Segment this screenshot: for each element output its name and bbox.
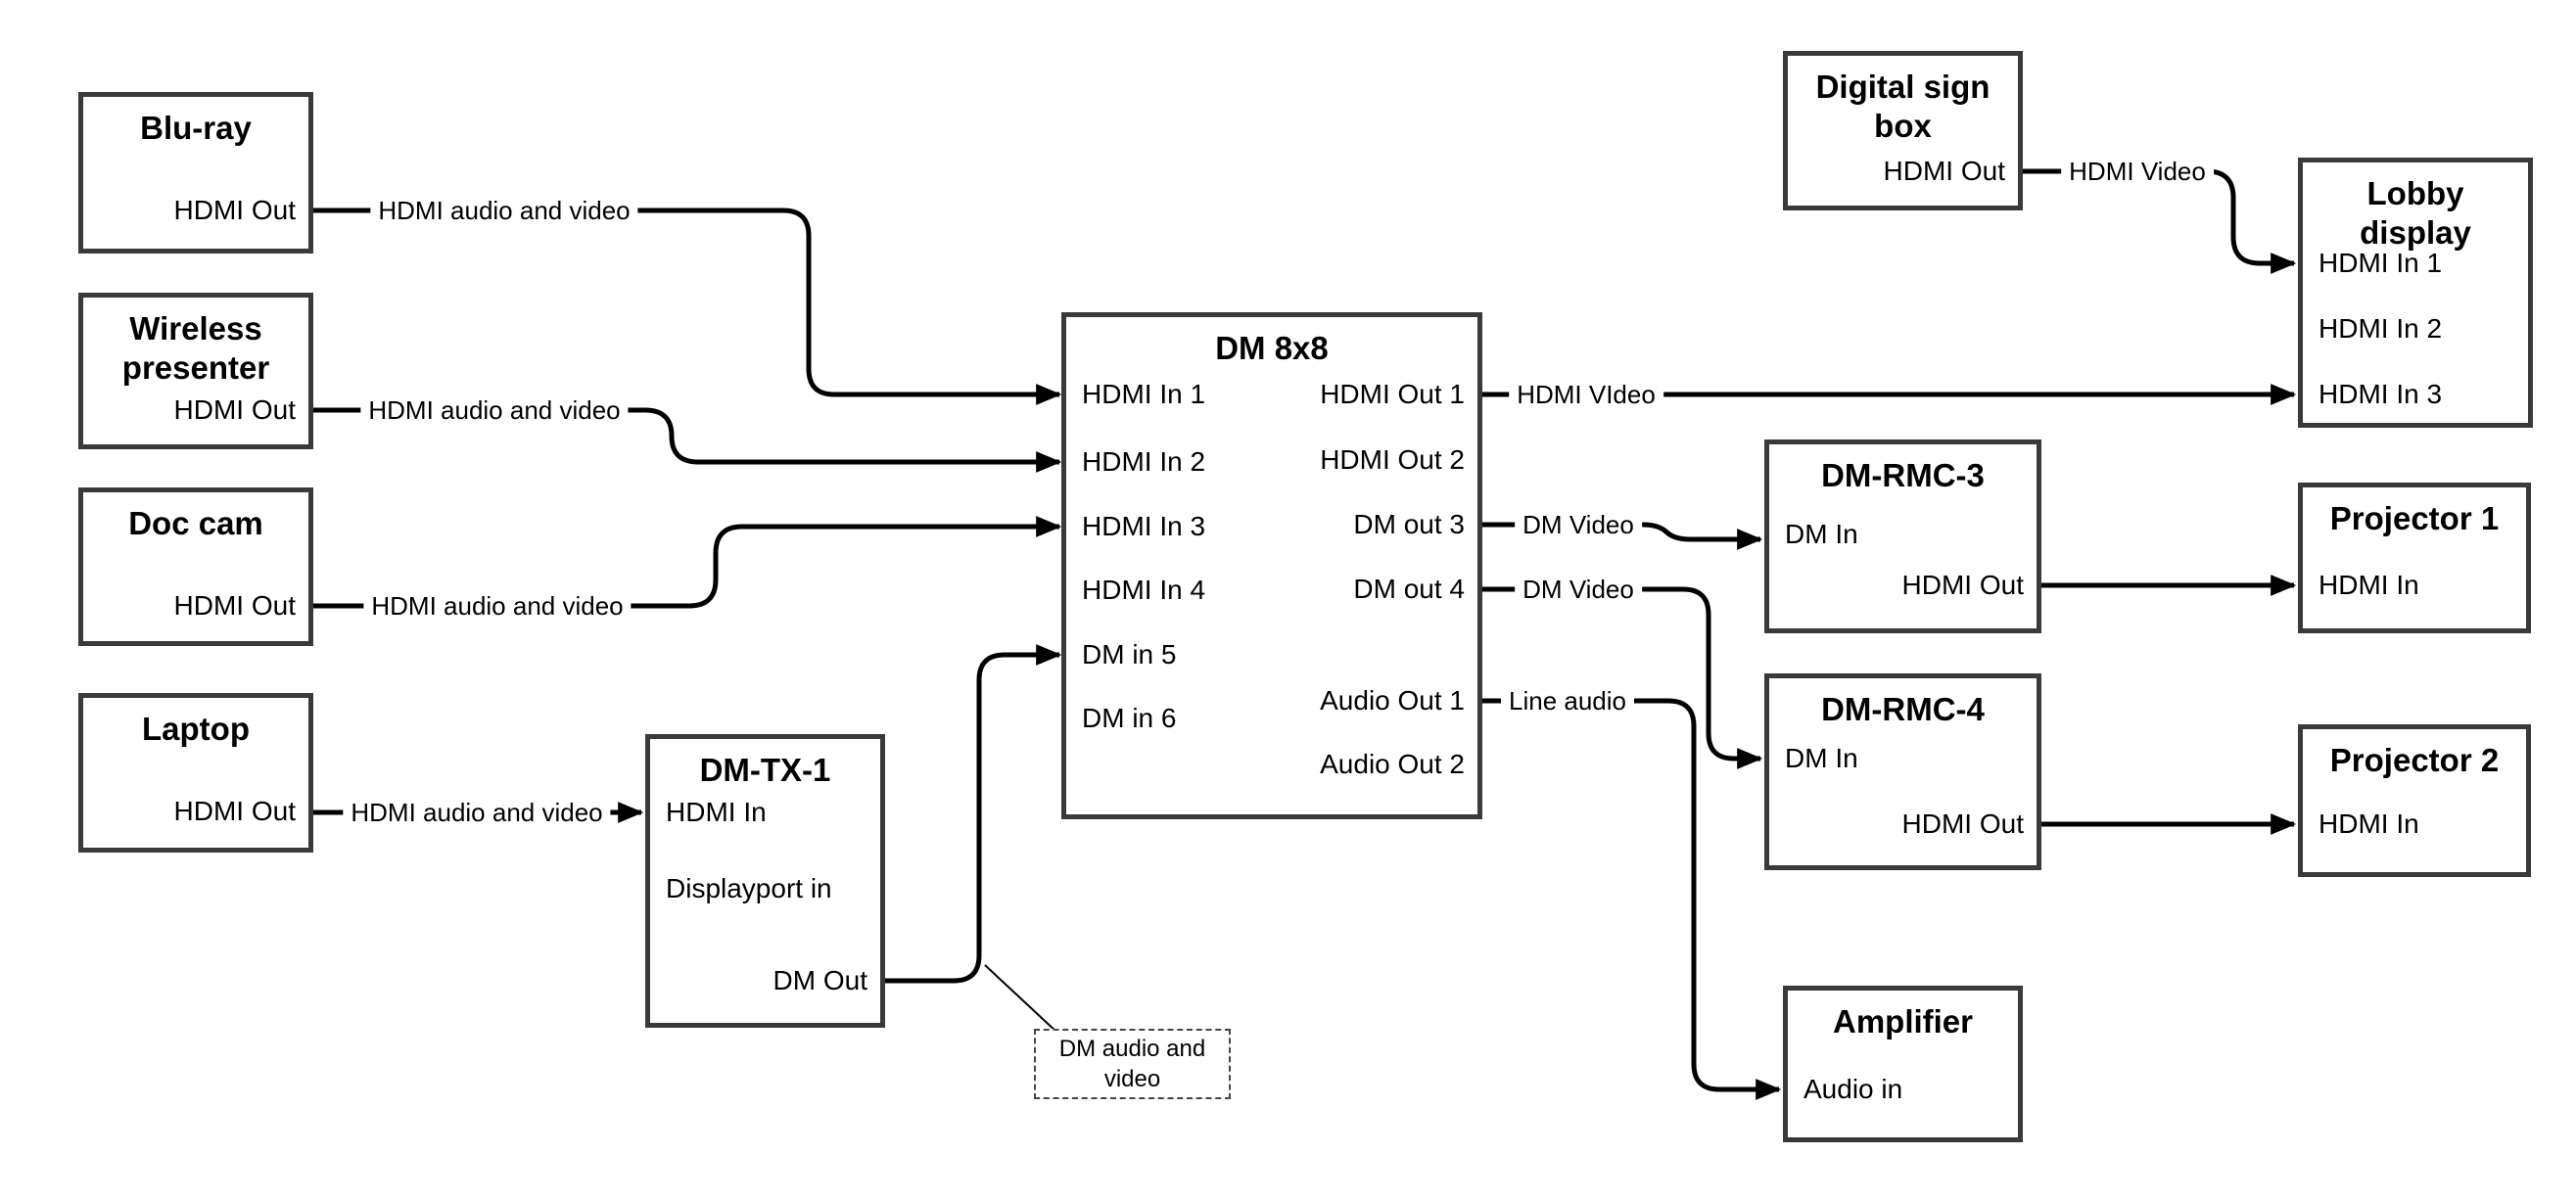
label-line-audio: Line audio [1501, 686, 1634, 716]
node-laptop-title: Laptop [142, 711, 250, 747]
port-doccam-hdmi-out: HDMI Out [173, 590, 296, 621]
node-projector1: Projector 1 HDMI In [2298, 483, 2531, 633]
node-projector1-title: Projector 1 [2329, 500, 2500, 536]
wire-bluray-to-dm8x8-in1 [313, 208, 1062, 405]
node-rmc4-title: DM-RMC-4 [1821, 691, 1985, 727]
note-leader-line [984, 964, 1058, 1034]
node-rmc3-title: DM-RMC-3 [1821, 457, 1985, 493]
wire-digsign-to-lobby-in1 [2023, 168, 2297, 274]
port-rmc4-dm-in: DM In [1785, 743, 1858, 773]
node-digsign: Digital sign box HDMI Out [1783, 51, 2023, 210]
port-dm8x8-dm-in-6: DM in 6 [1082, 703, 1177, 733]
node-doccam-title: Doc cam [128, 505, 263, 541]
port-laptop-hdmi-out: HDMI Out [173, 796, 296, 826]
node-laptop: Laptop HDMI Out [78, 693, 313, 853]
node-wireless-presenter: Wireless presenter HDMI Out [78, 293, 313, 449]
port-dm8x8-hdmi-in-3: HDMI In 3 [1082, 511, 1206, 541]
label-bluray-connection: HDMI audio and video [370, 196, 638, 225]
wire-dm8x8-out3-to-rmc3 [1482, 522, 1763, 550]
port-rmc4-hdmi-out: HDMI Out [1901, 808, 2024, 839]
port-digsign-hdmi-out: HDMI Out [1883, 156, 2005, 186]
port-bluray-hdmi-out: HDMI Out [173, 195, 296, 225]
node-rmc4: DM-RMC-4 DM In HDMI Out [1764, 673, 2041, 870]
node-dm8x8: DM 8x8 HDMI In 1 HDMI In 2 HDMI In 3 HDM… [1061, 312, 1482, 819]
port-dm8x8-hdmi-in-2: HDMI In 2 [1082, 446, 1206, 477]
wire-doccam-to-dm8x8-in3 [313, 516, 1062, 609]
port-dmtx1-dm-out: DM Out [773, 965, 867, 995]
node-lobby-title: Lobby display [2360, 175, 2471, 251]
label-hdmi-video-out1: HDMI VIdeo [1509, 380, 1663, 409]
port-dm8x8-hdmi-in-4: HDMI In 4 [1082, 575, 1206, 605]
node-doccam: Doc cam HDMI Out [78, 487, 313, 646]
port-rmc3-hdmi-out: HDMI Out [1901, 570, 2024, 600]
port-dmtx1-displayport-in: Displayport in [666, 873, 832, 903]
port-wireless-hdmi-out: HDMI Out [173, 394, 296, 425]
port-rmc3-dm-in: DM In [1785, 519, 1858, 549]
node-amplifier-title: Amplifier [1832, 1003, 1974, 1039]
port-dm8x8-audio-out-1: Audio Out 1 [1320, 685, 1465, 716]
node-rmc3: DM-RMC-3 DM In HDMI Out [1764, 439, 2041, 633]
port-lobby-hdmi-in-1: HDMI In 1 [2318, 248, 2443, 278]
label-wireless-connection: HDMI audio and video [360, 395, 629, 425]
wire-dmtx1-to-dm8x8-in5 [885, 644, 1062, 984]
port-projector1-hdmi-in: HDMI In [2318, 570, 2419, 600]
label-dm-video-out4: DM Video [1515, 575, 1642, 604]
port-dm8x8-dm-in-5: DM in 5 [1082, 639, 1177, 670]
port-lobby-hdmi-in-2: HDMI In 2 [2318, 313, 2443, 344]
node-digsign-title: Digital sign box [1815, 69, 1991, 144]
node-projector2: Projector 2 HDMI In [2298, 724, 2531, 877]
label-laptop-connection: HDMI audio and video [343, 798, 611, 827]
port-dm8x8-hdmi-out-2: HDMI Out 2 [1320, 444, 1465, 475]
port-dm8x8-dm-out-3: DM out 3 [1353, 509, 1465, 539]
node-bluray-title: Blu-ray [140, 110, 252, 146]
port-dm8x8-dm-out-4: DM out 4 [1353, 574, 1465, 604]
port-projector2-hdmi-in: HDMI In [2318, 808, 2419, 839]
label-dm-video-out3: DM Video [1515, 510, 1642, 539]
wire-wireless-to-dm8x8-in2 [313, 407, 1062, 473]
node-dmtx1-title: DM-TX-1 [699, 752, 831, 788]
port-dmtx1-hdmi-in: HDMI In [666, 797, 767, 827]
wire-dm8x8-out4-to-rmc4 [1482, 586, 1763, 769]
port-dm8x8-hdmi-in-1: HDMI In 1 [1082, 379, 1206, 409]
wire-dm8x8-audio1-to-amp [1482, 698, 1782, 1100]
node-projector2-title: Projector 2 [2329, 742, 2500, 778]
port-dm8x8-audio-out-2: Audio Out 2 [1320, 749, 1465, 779]
label-hdmi-video-digsign: HDMI Video [2061, 157, 2214, 186]
node-dmtx1: DM-TX-1 HDMI In Displayport in DM Out [645, 734, 885, 1028]
note-dm-audio-video: DM audio and video [1034, 1029, 1231, 1099]
node-dm8x8-title: DM 8x8 [1215, 330, 1329, 366]
label-doccam-connection: HDMI audio and video [363, 591, 632, 621]
port-amplifier-audio-in: Audio in [1803, 1074, 1903, 1104]
port-lobby-hdmi-in-3: HDMI In 3 [2318, 379, 2443, 409]
node-bluray: Blu-ray HDMI Out [78, 92, 313, 254]
port-dm8x8-hdmi-out-1: HDMI Out 1 [1320, 379, 1465, 409]
node-lobby-display: Lobby display HDMI In 1 HDMI In 2 HDMI I… [2298, 158, 2533, 428]
node-wireless-title: Wireless presenter [121, 310, 270, 386]
node-amplifier: Amplifier Audio in [1783, 986, 2023, 1142]
